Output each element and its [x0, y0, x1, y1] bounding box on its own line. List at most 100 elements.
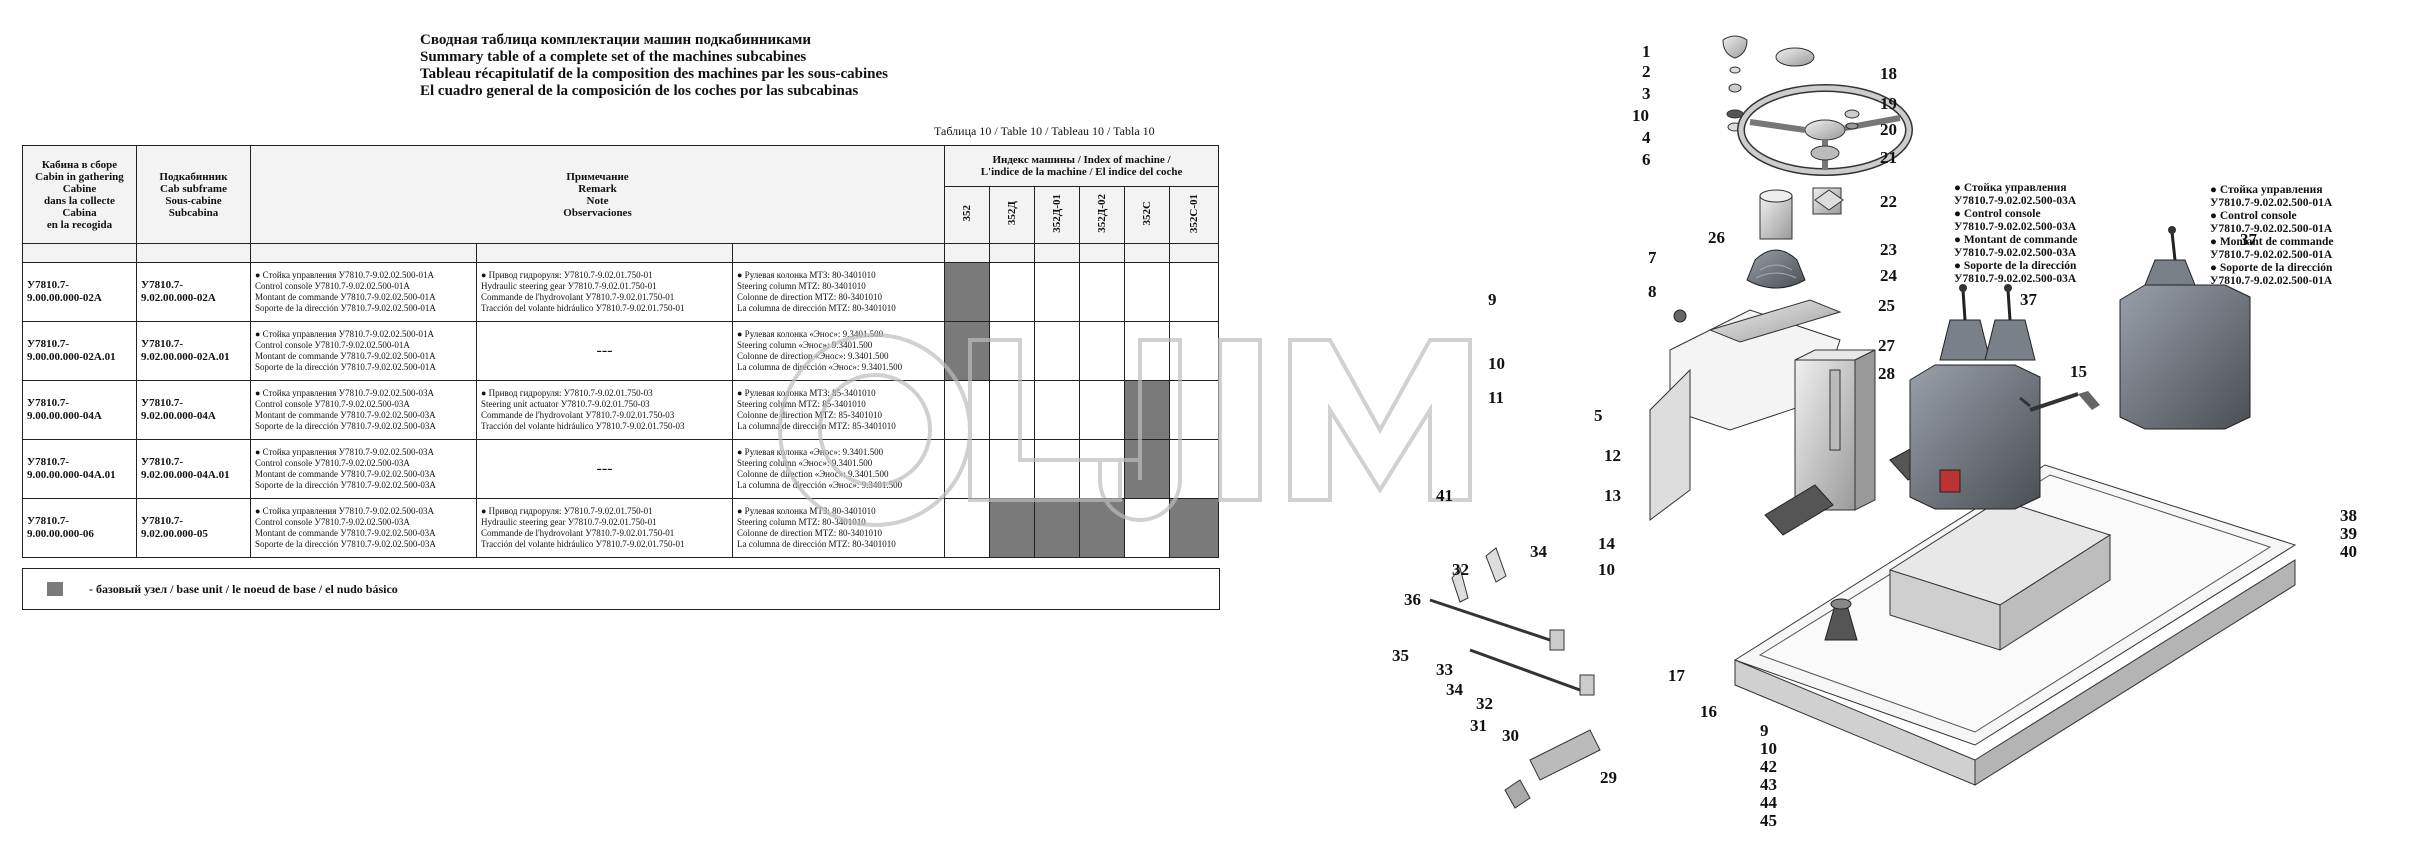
callout-34-top: 34 — [1530, 542, 1547, 561]
remark-steering-gear: ● Привод гидроруля: У7810.7-9.02.01.750-… — [476, 498, 733, 558]
callout-28: 28 — [1878, 364, 1895, 383]
header-subframe: Подкабинник Cab subframe Sous-cabine Sub… — [136, 145, 251, 244]
title-es: El cuadro general de la composición de l… — [420, 83, 859, 99]
remark-steering-gear: --- — [476, 439, 733, 499]
callout-29: 29 — [1600, 768, 1617, 787]
remark-steering-gear: --- — [476, 321, 733, 381]
legend: - базовый узел / base unit / le noeud de… — [22, 568, 1220, 610]
index-col-352: 352 — [944, 186, 991, 244]
callout-1: 1 — [1642, 42, 1651, 61]
assembly-illustration — [1429, 35, 2297, 809]
callout-11: 11 — [1488, 388, 1505, 407]
callout-23: 23 — [1880, 240, 1897, 259]
callout-36: 36 — [1404, 590, 1421, 609]
callout-16: 16 — [1700, 702, 1717, 721]
index-cell-4 — [1124, 498, 1171, 558]
remark-console: ● Стойка управления У7810.7-9.02.02.500-… — [250, 262, 477, 322]
title-block: Сводная таблица комплектации машин подка… — [420, 32, 888, 100]
platform-frame — [1733, 464, 2297, 786]
remark-steering-column: ● Рулевая колонка МТЗ: 80-3401010 Steeri… — [731, 262, 946, 322]
base-unit-swatch — [47, 582, 63, 596]
remark-steering-column: ● Рулевая колонка МТЗ: 85-3401010 Steeri… — [731, 380, 946, 440]
callout-17: 17 — [1668, 666, 1685, 685]
index-cell-5 — [1169, 498, 1220, 558]
remark-steering-gear: ● Привод гидроруля: У7810.7-9.02.01.750-… — [476, 262, 733, 322]
index-cell-3 — [1079, 321, 1126, 381]
index-cell-3 — [1079, 498, 1126, 558]
callout-stack-38-40: 38 39 40 — [2340, 506, 2357, 561]
callout-32-bottom: 32 — [1476, 694, 1493, 713]
index-col-352s-01: 352С-01 — [1169, 186, 1220, 244]
index-cell-2 — [1034, 380, 1081, 440]
remark-steering-column: ● Рулевая колонка МТЗ: 80-3401010 Steeri… — [731, 498, 946, 558]
callout-41: 41 — [1436, 486, 1453, 505]
callout-37-a: 37 — [2020, 290, 2037, 309]
callout-10-mid: 10 — [1488, 354, 1505, 373]
callout-26: 26 — [1708, 228, 1725, 247]
index-cell-4 — [1124, 262, 1171, 322]
kit-table: Кабина в сборе Cabin in gathering Cabine… — [22, 145, 1220, 558]
callout-2: 2 — [1642, 62, 1651, 81]
index-cell-1 — [989, 262, 1036, 322]
index-cell-0 — [944, 498, 991, 558]
note-console-03a: ● Стойка управления У7810.7-9.02.02.500-… — [1954, 182, 2078, 285]
callout-10-low: 10 — [1598, 560, 1615, 579]
index-cell-5 — [1169, 380, 1220, 440]
subframe-cell: У7810.7- 9.02.00.000-02А — [136, 262, 251, 322]
callout-stack-9-45: 9 10 42 43 44 45 — [1760, 721, 1777, 830]
title-en: Summary table of a complete set of the m… — [420, 49, 807, 65]
index-cell-3 — [1079, 439, 1126, 499]
index-cell-5 — [1169, 321, 1220, 381]
callout-22: 22 — [1880, 192, 1897, 211]
remark-console: ● Стойка управления У7810.7-9.02.02.500-… — [250, 498, 477, 558]
index-cell-2 — [1034, 321, 1081, 381]
callout-3: 3 — [1642, 84, 1651, 103]
callout-13: 13 — [1604, 486, 1621, 505]
index-cell-5 — [1169, 262, 1220, 322]
index-cell-2 — [1034, 439, 1081, 499]
callout-27: 27 — [1878, 336, 1895, 355]
index-cell-3 — [1079, 380, 1126, 440]
index-col-352d-01: 352Д-01 — [1034, 186, 1081, 244]
cabin-cell: У7810.7- 9.00.00.000-06 — [22, 498, 137, 558]
callout-32-top: 32 — [1452, 560, 1469, 579]
callout-4: 4 — [1642, 128, 1651, 147]
index-cell-1 — [989, 439, 1036, 499]
index-cell-0 — [944, 380, 991, 440]
subframe-cell: У7810.7- 9.02.00.000-02А.01 — [136, 321, 251, 381]
callout-35: 35 — [1392, 646, 1409, 665]
callout-37-b: 37 — [2240, 230, 2257, 249]
remark-steering-column: ● Рулевая колонка «Энос»: 9.3401.500 Ste… — [731, 321, 946, 381]
index-col-352d-02: 352Д-02 — [1079, 186, 1126, 244]
index-cell-5 — [1169, 439, 1220, 499]
callout-10-top: 10 — [1632, 106, 1649, 125]
index-cell-4 — [1124, 380, 1171, 440]
callout-19: 19 — [1880, 94, 1897, 113]
remark-console: ● Стойка управления У7810.7-9.02.02.500-… — [250, 380, 477, 440]
subframe-cell: У7810.7- 9.02.00.000-05 — [136, 498, 251, 558]
index-cell-0 — [944, 439, 991, 499]
note-console-01a: ● Стойка управления У7810.7-9.02.02.500-… — [2210, 184, 2334, 287]
subframe-cell: У7810.7- 9.02.00.000-04А — [136, 380, 251, 440]
title-fr: Tableau récapitulatif de la composition … — [420, 66, 888, 82]
callout-9: 9 — [1488, 290, 1497, 309]
remark-console: ● Стойка управления У7810.7-9.02.02.500-… — [250, 439, 477, 499]
callout-21: 21 — [1880, 148, 1897, 167]
cabin-cell: У7810.7- 9.00.00.000-04А.01 — [22, 439, 137, 499]
steering-wheel-group — [1722, 35, 1913, 215]
index-col-352s: 352С — [1124, 186, 1171, 244]
index-cell-0 — [944, 321, 991, 381]
callout-34-bottom: 34 — [1446, 680, 1463, 699]
subframe-cell: У7810.7- 9.02.00.000-04А.01 — [136, 439, 251, 499]
index-cell-3 — [1079, 262, 1126, 322]
callout-5: 5 — [1594, 406, 1603, 425]
control-console-03a — [1909, 284, 2041, 510]
steering-column-group — [1746, 189, 1806, 289]
callout-24: 24 — [1880, 266, 1897, 285]
remark-steering-column: ● Рулевая колонка «Энос»: 9.3401.500 Ste… — [731, 439, 946, 499]
table-caption: Таблица 10 / Table 10 / Tableau 10 / Tab… — [934, 124, 1155, 138]
